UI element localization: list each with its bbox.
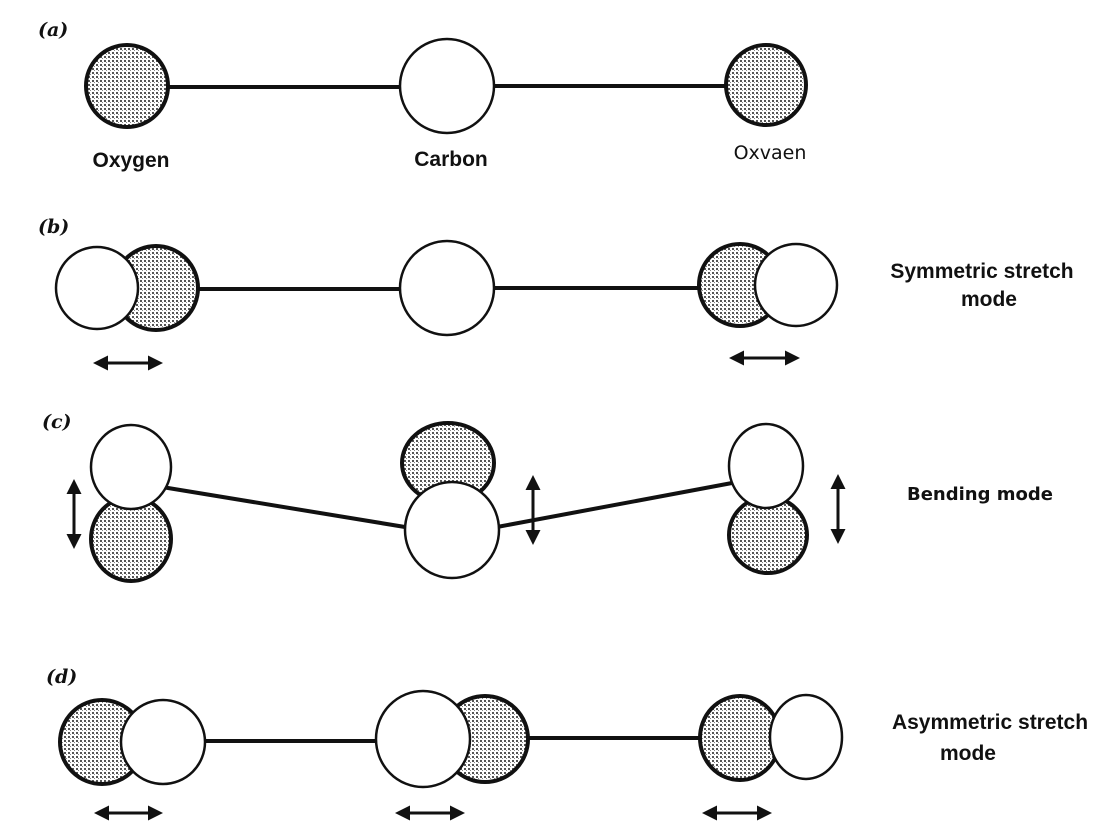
carbon-atom — [398, 239, 496, 337]
panel-c: (c) Bending mode — [42, 411, 1053, 583]
oxygen-displaced-right — [753, 242, 839, 328]
oxygen-displaced-right — [727, 422, 805, 510]
panel-d: (d) Asymmetric stretch mode — [46, 666, 1088, 821]
atom-label-carbon: Carbon — [414, 148, 488, 171]
mode-label-line-1: Symmetric stretch — [890, 260, 1073, 283]
oxygen-displaced-left — [119, 698, 207, 786]
panel-d-label: (d) — [46, 666, 77, 688]
panel-b: (b) Symmetric stretch mode — [38, 216, 1074, 371]
panel-c-label: (c) — [42, 411, 72, 433]
mode-label-line-2: mode — [961, 288, 1017, 311]
oxygen-displaced-left — [89, 423, 173, 511]
oxygen-atom-right — [724, 43, 808, 127]
bond-left — [161, 485, 406, 529]
mode-label-line-1: Bending mode — [907, 484, 1053, 505]
oxygen-atom-left — [84, 43, 170, 129]
panel-b-label: (b) — [38, 216, 69, 238]
panel-a-label: (a) — [38, 19, 68, 41]
carbon-atom — [398, 37, 496, 135]
mode-label-line-2: mode — [940, 742, 996, 765]
carbon-atom — [403, 480, 501, 580]
mode-label-line-1: Asymmetric stretch — [892, 711, 1088, 734]
oxygen-displaced-right — [768, 693, 844, 781]
panel-a: (a) Oxygen Carbon Oxvaen — [38, 19, 808, 172]
oxygen-atom-right — [698, 694, 782, 782]
oxygen-displaced-left — [54, 245, 140, 331]
carbon-atom — [374, 689, 472, 789]
atom-label-oxygen-right: Oxvaen — [734, 142, 807, 164]
atom-label-oxygen-left: Oxygen — [92, 149, 169, 172]
